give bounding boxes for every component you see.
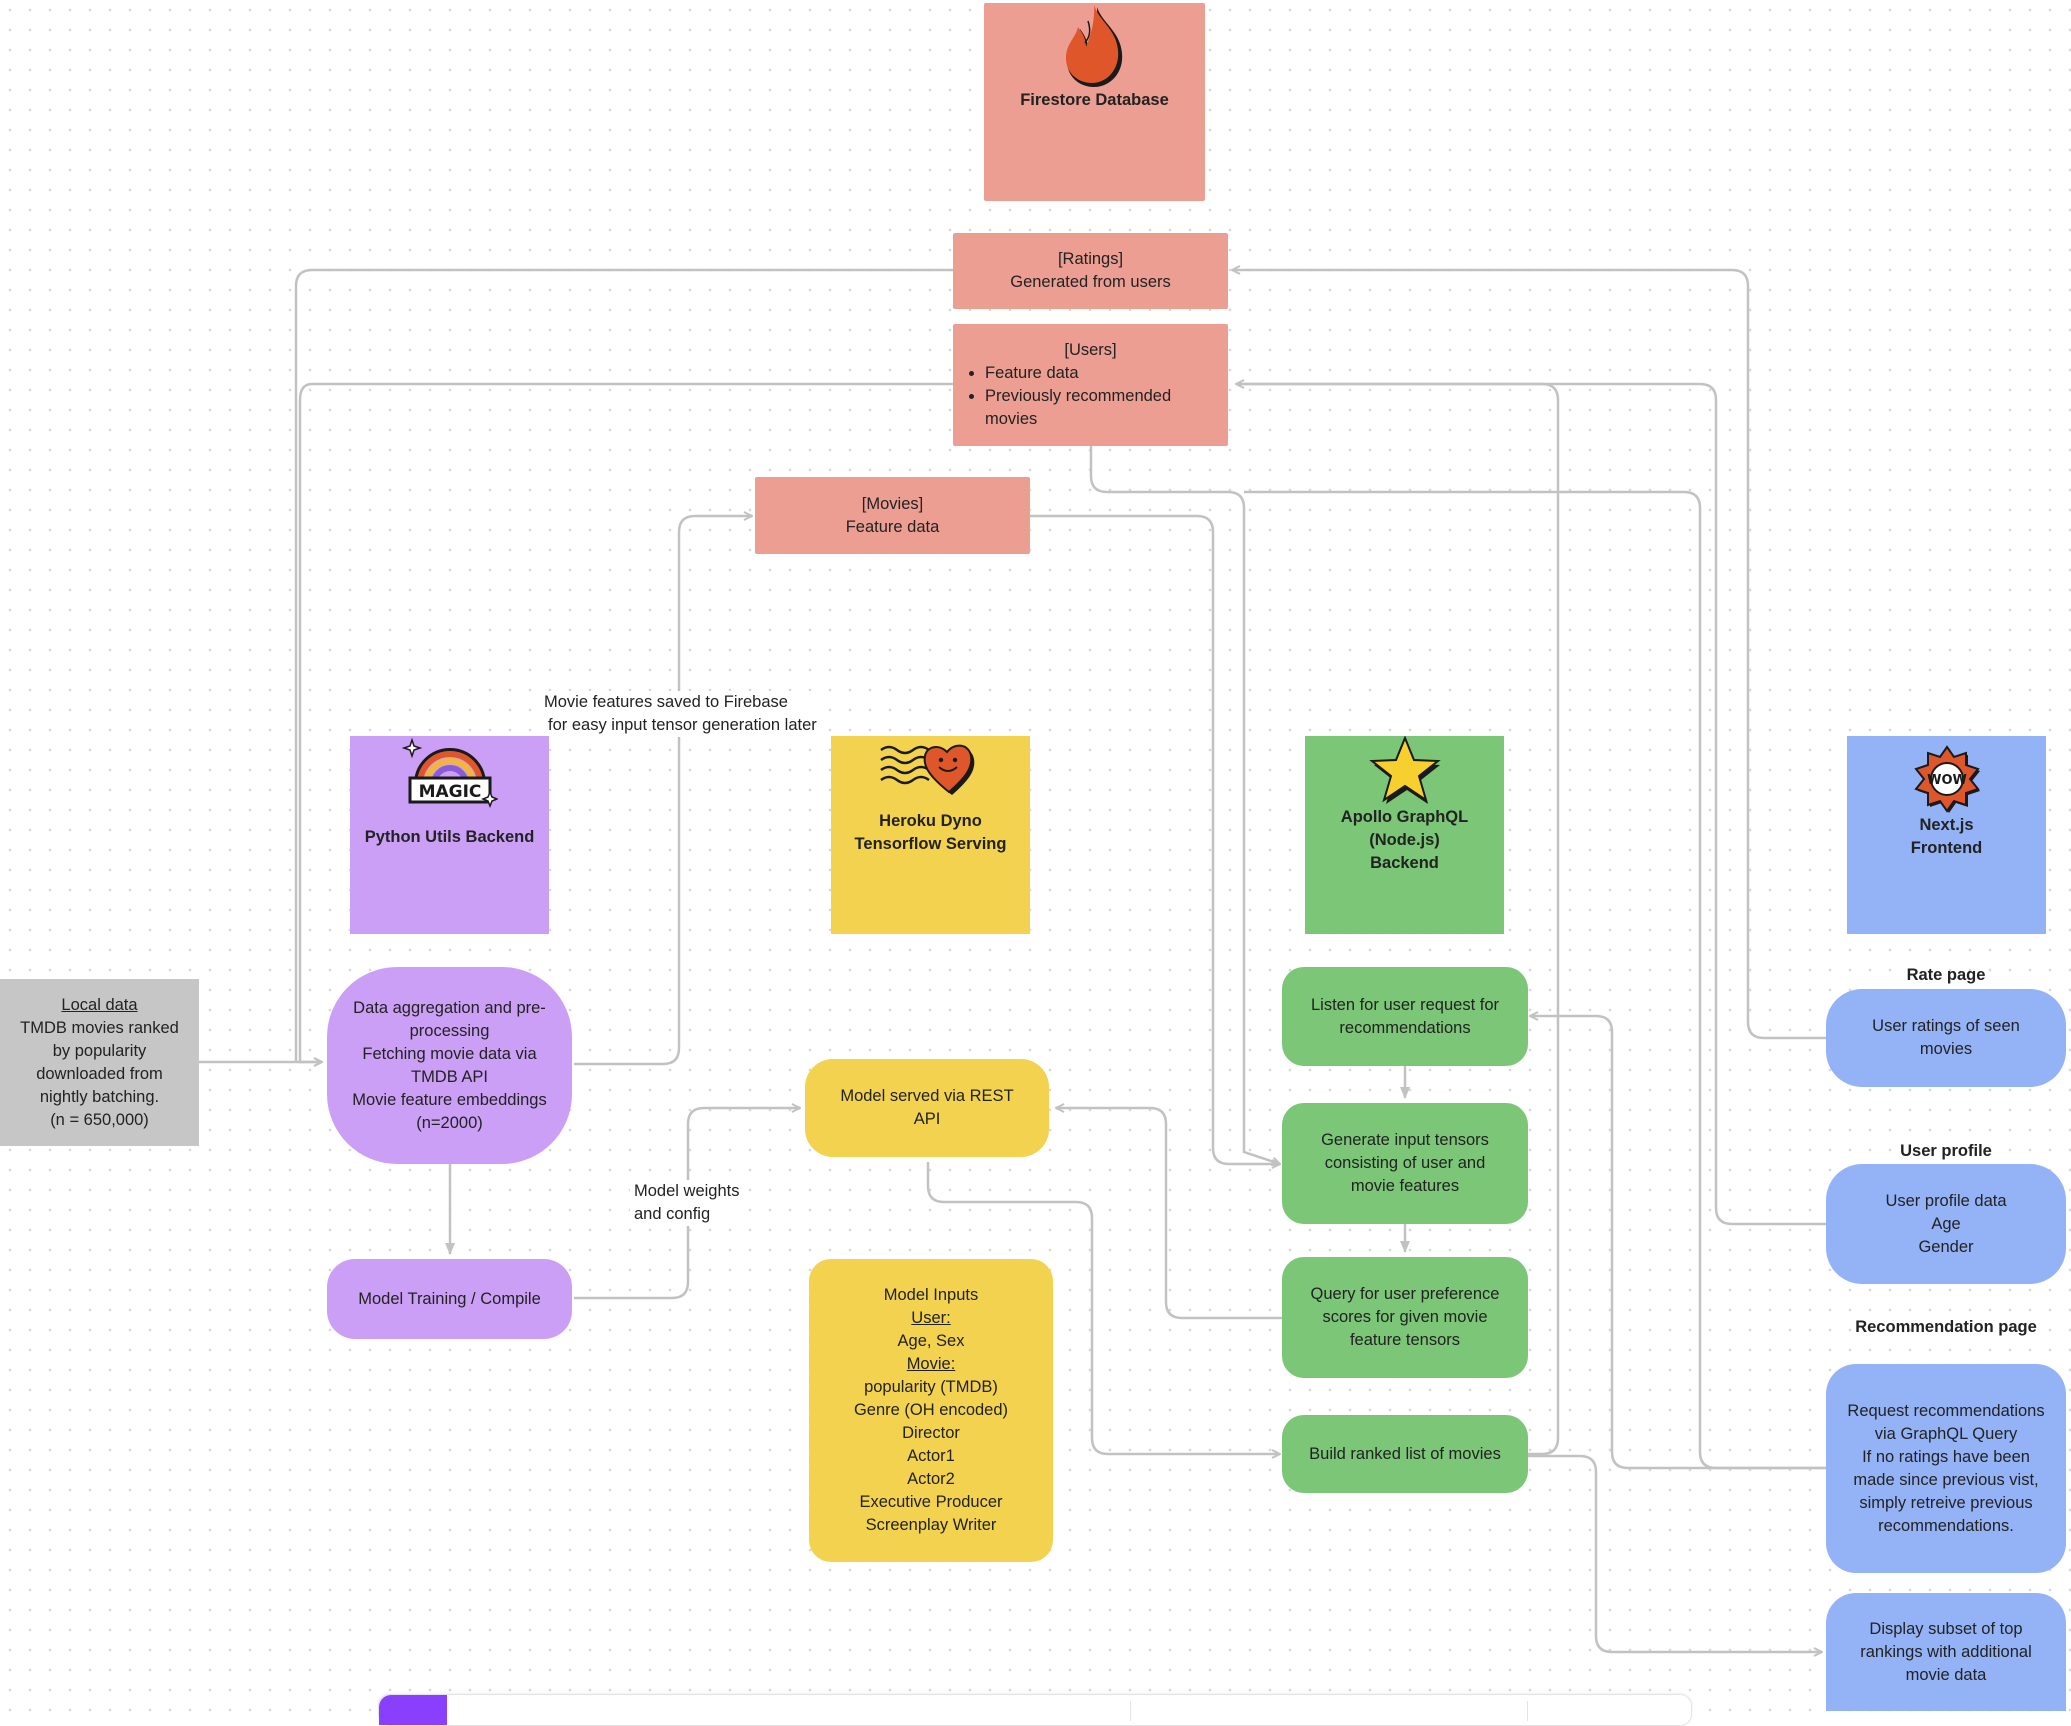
apollo-title-line1: Apollo GraphQL [1340, 808, 1469, 826]
query-label: Query for user preference scores for giv… [1310, 1285, 1500, 1349]
build-label: Build ranked list of movies [1309, 1444, 1501, 1463]
model-inputs-movie-field: Actor2 [907, 1470, 955, 1488]
model-rest-api-node[interactable]: Model served via REST API [805, 1059, 1049, 1157]
firestore-title: Firestore Database [1020, 91, 1169, 109]
aggregation-line: Fetching movie data via TMDB API [362, 1044, 537, 1086]
listen-label: Listen for user request for recommendati… [1310, 995, 1499, 1037]
users-to-aggregation-connector [298, 382, 953, 1062]
model-inputs-movie-field: Genre (OH encoded) [853, 1401, 1009, 1419]
generate-tensors-node[interactable]: Generate input tensors consisting of use… [1282, 1103, 1528, 1224]
listen-request-node[interactable]: Listen for user request for recommendati… [1282, 967, 1528, 1066]
profile-line: Age [1931, 1214, 1961, 1233]
magic-rainbow-icon: MAGIC [401, 737, 498, 808]
movies-collection[interactable]: [Movies] Feature data [755, 477, 1030, 554]
user-ratings-node[interactable]: User ratings of seen movies [1826, 989, 2066, 1087]
heroku-title-line1: Heroku Dyno [879, 812, 982, 830]
python-backend-title: Python Utils Backend [364, 828, 535, 846]
movies-label: [Movies] [861, 494, 924, 513]
request-to-listen-connector [1530, 1016, 1826, 1470]
svg-text:WOW: WOW [1927, 773, 1967, 788]
display-rankings-node[interactable]: Display subset of top rankings with addi… [1826, 1593, 2066, 1711]
users-bullet: Feature data [985, 362, 1214, 385]
profile-to-users-connector [1236, 384, 1826, 1226]
generate-label: Generate input tensors consisting of use… [1321, 1131, 1489, 1195]
aggregation-line: Data aggregation and pre-processing [353, 998, 546, 1040]
movies-description: Feature data [845, 517, 940, 536]
recommendation-page-heading: Recommendation page [1855, 1318, 2037, 1336]
users-to-generate-connector [1089, 446, 1280, 1164]
heroku-dyno-card[interactable]: Heroku Dyno Tensorflow Serving [831, 736, 1030, 934]
apollo-graphql-card[interactable]: Apollo GraphQL (Node.js) Backend [1305, 736, 1504, 934]
model-training-node[interactable]: Model Training / Compile [327, 1259, 572, 1339]
flame-icon [1065, 5, 1122, 87]
request-recommendations-node[interactable]: Request recommendations via GraphQL Quer… [1826, 1364, 2066, 1573]
build-ranked-list-node[interactable]: Build ranked list of movies [1282, 1415, 1528, 1493]
movies-to-generate-connector [1030, 514, 1280, 1164]
model-inputs-movie-field: popularity (TMDB) [864, 1378, 998, 1396]
local-data-line: nightly batching. [39, 1087, 160, 1106]
model-inputs-movie-field: Executive Producer [859, 1493, 1003, 1511]
apollo-title-line2: (Node.js) [1369, 831, 1440, 849]
bottom-toolbar[interactable] [378, 1694, 1692, 1726]
user-profile-heading: User profile [1900, 1142, 1992, 1160]
firestore-database-card[interactable]: Firestore Database [984, 3, 1205, 201]
nextjs-title-line2: Frontend [1910, 839, 1983, 857]
local-data-box[interactable]: Local data TMDB movies ranked by popular… [0, 979, 199, 1146]
ratings-description: Generated from users [1010, 273, 1171, 291]
rest-api-label: Model served via REST API [840, 1087, 1014, 1128]
model-inputs-user-heading: User: [911, 1309, 951, 1327]
local-data-line: downloaded from [36, 1064, 163, 1083]
heart-stamp-icon [879, 744, 974, 795]
data-aggregation-node[interactable]: Data aggregation and pre-processing Fetc… [327, 967, 572, 1164]
toolbar-divider [1130, 1701, 1131, 1721]
nextjs-frontend-card[interactable]: WOW Next.js Frontend [1847, 736, 2046, 934]
model-inputs-movie-field: Director [902, 1424, 960, 1442]
toolbar-accent [379, 1695, 447, 1725]
query-scores-node[interactable]: Query for user preference scores for giv… [1282, 1257, 1528, 1378]
nextjs-title-line1: Next.js [1919, 816, 1974, 834]
aggregation-to-movies-connector [574, 516, 752, 1066]
users-bullet: Previously recommended movies [985, 385, 1214, 431]
users-collection[interactable]: [Users] Feature data Previously recommen… [953, 324, 1228, 446]
model-weights-note: Model weights and config [630, 1180, 744, 1226]
rate-page-heading: Rate page [1906, 966, 1986, 984]
python-utils-backend-card[interactable]: MAGIC Python Utils Backend [350, 736, 549, 934]
ratings-collection[interactable]: [Ratings] Generated from users [953, 233, 1228, 309]
request-label: Request recommendations via GraphQL Quer… [1847, 1401, 2045, 1535]
local-data-line: TMDB movies ranked [20, 1018, 179, 1037]
rate-box-label: User ratings of seen movies [1872, 1017, 2020, 1058]
users-label: [Users] [1064, 341, 1117, 359]
model-inputs-node[interactable]: Model Inputs User: Age, Sex Movie: popul… [809, 1259, 1053, 1562]
model-inputs-movie-heading: Movie: [906, 1355, 956, 1373]
api-to-build-connector [926, 1162, 1280, 1454]
build-to-users-connector [1236, 382, 1560, 1456]
ratings-to-aggregation-connector [294, 268, 953, 1062]
aggregation-line: Movie feature embeddings (n=2000) [352, 1090, 547, 1132]
model-inputs-user-field: Age, Sex [897, 1332, 965, 1350]
wow-badge-icon: WOW [1913, 745, 1980, 813]
local-data-line: by popularity [52, 1041, 147, 1060]
local-data-line: (n = 650,000) [50, 1110, 149, 1129]
heroku-title-line2: Tensorflow Serving [854, 835, 1007, 853]
build-to-display-connector [1528, 1454, 1822, 1652]
local-data-title: Local data [61, 995, 138, 1014]
profile-line: User profile data [1885, 1191, 2007, 1210]
model-inputs-movie-field: Screenplay Writer [865, 1516, 997, 1534]
apollo-title-line3: Backend [1370, 854, 1439, 872]
ratings-label: [Ratings] [1057, 250, 1124, 268]
display-label: Display subset of top rankings with addi… [1860, 1619, 2032, 1684]
firebase-note: Movie features saved to Firebase for eas… [540, 691, 821, 737]
svg-text:MAGIC: MAGIC [418, 782, 481, 802]
toolbar-divider [1527, 1701, 1528, 1721]
model-inputs-movie-field: Actor1 [907, 1447, 955, 1465]
model-inputs-title: Model Inputs [883, 1286, 979, 1304]
profile-line: Gender [1918, 1237, 1974, 1256]
star-icon [1368, 736, 1441, 804]
training-label: Model Training / Compile [358, 1289, 541, 1308]
rate-to-ratings-connector [1232, 270, 1826, 1040]
user-profile-node[interactable]: User profile data Age Gender [1826, 1164, 2066, 1284]
users-bullets: Feature data Previously recommended movi… [967, 362, 1214, 431]
query-to-api-connector [1056, 1108, 1282, 1320]
